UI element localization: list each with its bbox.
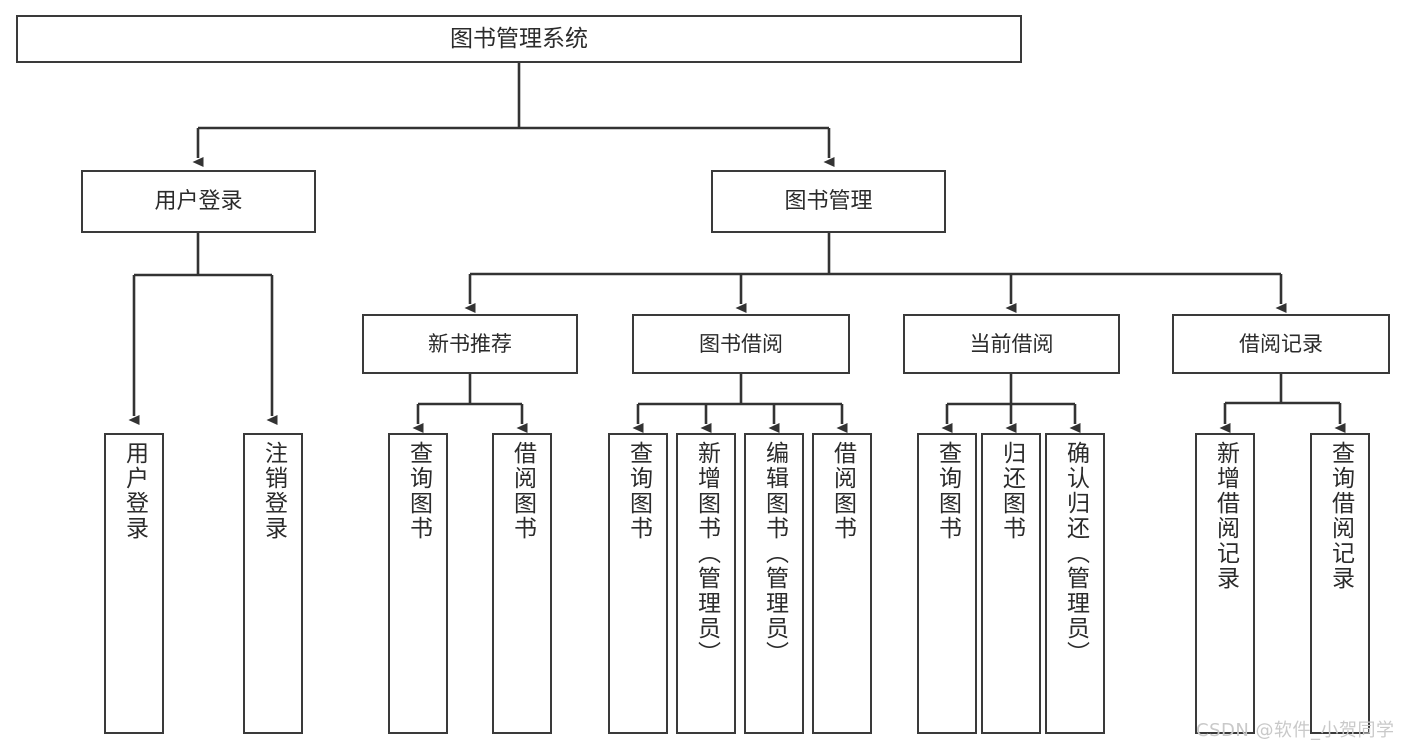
- node-label: 新增借阅记录: [1212, 441, 1239, 591]
- connector-group-current-borrow: [941, 374, 1081, 433]
- node-label: 借阅记录: [1239, 331, 1323, 356]
- leaf-new-book-query[interactable]: 查询图书: [388, 433, 448, 734]
- leaf-borrow-record-query[interactable]: 查询借阅记录: [1310, 433, 1370, 734]
- node-label: 注销登录: [260, 441, 287, 541]
- node-book-management[interactable]: 图书管理: [711, 170, 946, 233]
- node-borrow-record[interactable]: 借阅记录: [1172, 314, 1390, 374]
- node-label: 查询借阅记录: [1327, 441, 1354, 591]
- node-new-book-recommend[interactable]: 新书推荐: [362, 314, 578, 374]
- node-root-system[interactable]: 图书管理系统: [16, 15, 1022, 63]
- node-current-borrow[interactable]: 当前借阅: [903, 314, 1120, 374]
- leaf-current-borrow-confirm[interactable]: 确认归还（管理员）: [1045, 433, 1105, 734]
- leaf-borrow-record-add[interactable]: 新增借阅记录: [1195, 433, 1255, 734]
- leaf-user-login-login[interactable]: 用户登录: [104, 433, 164, 734]
- leaf-book-borrow-query[interactable]: 查询图书: [608, 433, 668, 734]
- connector-group-new-book: [412, 374, 528, 433]
- node-label: 图书借阅: [699, 331, 783, 356]
- leaf-current-borrow-return[interactable]: 归还图书: [981, 433, 1041, 734]
- node-label: 新书推荐: [428, 331, 512, 356]
- connector-group-root: [192, 63, 835, 167]
- node-label: 确认归还（管理员）: [1062, 441, 1089, 666]
- node-label: 图书管理系统: [450, 25, 588, 52]
- node-label: 借阅图书: [829, 441, 856, 541]
- node-label: 查询图书: [934, 441, 961, 541]
- csdn-watermark: CSDN @软件_小贺同学: [1196, 720, 1395, 741]
- leaf-current-borrow-query[interactable]: 查询图书: [917, 433, 977, 734]
- node-label: 用户登录: [121, 441, 148, 541]
- node-label: 查询图书: [625, 441, 652, 541]
- connector-group-user-login: [128, 233, 278, 425]
- connector-group-borrow-record: [1219, 374, 1346, 433]
- leaf-user-login-logout[interactable]: 注销登录: [243, 433, 303, 734]
- node-label: 查询图书: [405, 441, 432, 541]
- leaf-book-borrow-edit[interactable]: 编辑图书（管理员）: [744, 433, 804, 734]
- node-label: 图书管理: [784, 188, 873, 214]
- connector-group-book-borrow: [632, 374, 848, 433]
- node-label: 新增图书（管理员）: [693, 441, 720, 666]
- node-label: 借阅图书: [509, 441, 536, 541]
- node-user-login[interactable]: 用户登录: [81, 170, 316, 233]
- leaf-book-borrow-add[interactable]: 新增图书（管理员）: [676, 433, 736, 734]
- leaf-book-borrow-borrow[interactable]: 借阅图书: [812, 433, 872, 734]
- node-label: 用户登录: [154, 188, 243, 214]
- node-book-borrow[interactable]: 图书借阅: [632, 314, 850, 374]
- node-label: 当前借阅: [969, 331, 1054, 356]
- connector-group-book-manage: [464, 233, 1287, 313]
- node-label: 编辑图书（管理员）: [761, 441, 788, 666]
- node-label: 归还图书: [998, 441, 1025, 541]
- leaf-new-book-borrow[interactable]: 借阅图书: [492, 433, 552, 734]
